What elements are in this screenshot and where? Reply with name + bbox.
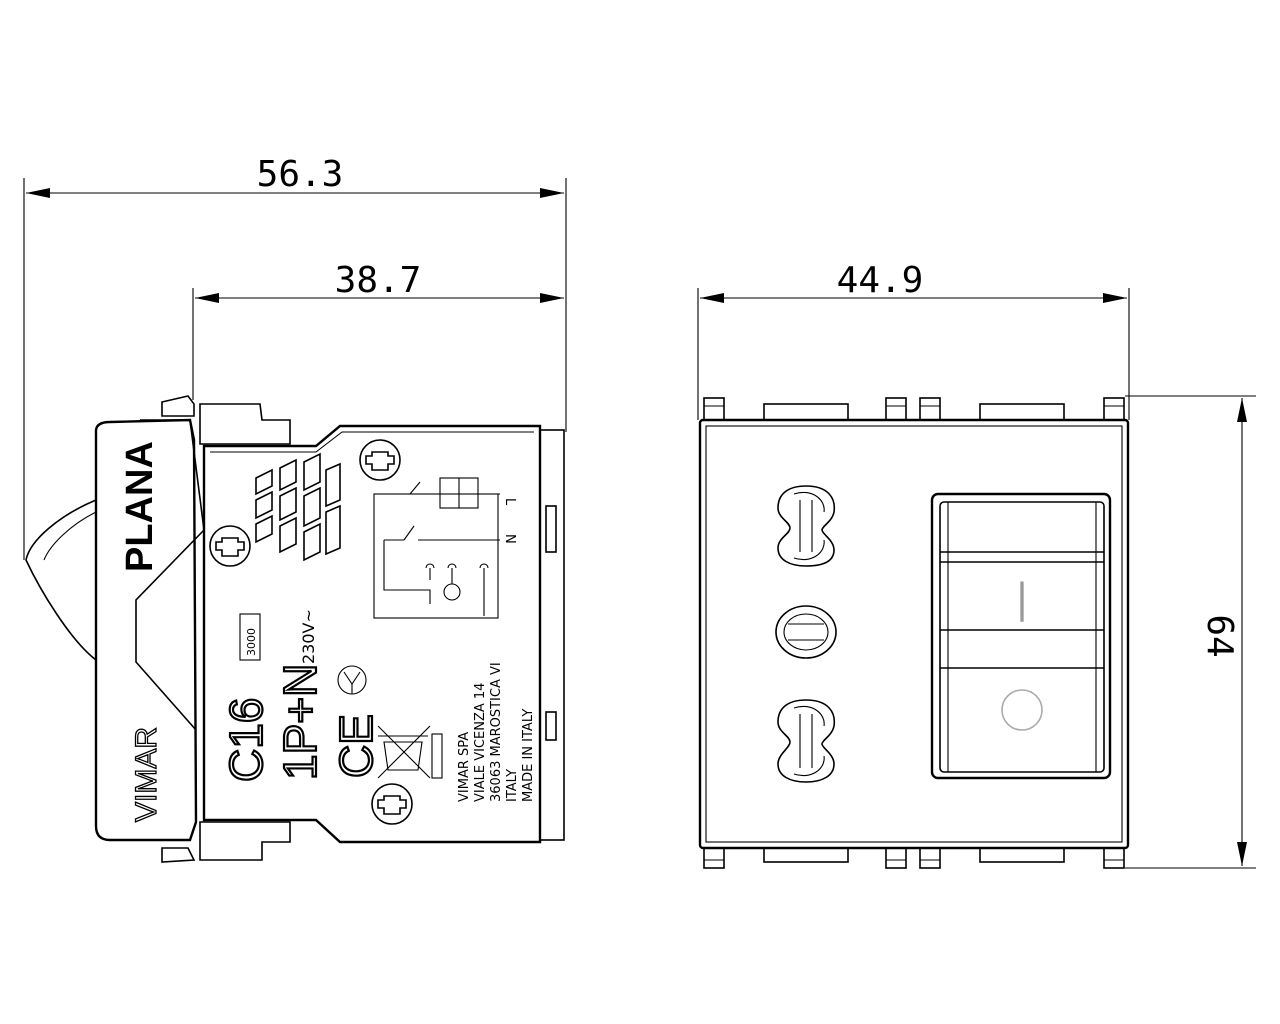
rocker-lever xyxy=(25,499,97,661)
rating-current: C16 xyxy=(220,698,272,782)
socket-hole-bottom xyxy=(777,699,836,783)
dimension-front-width: 44.9 xyxy=(697,260,1130,420)
rear-terminal-bottom xyxy=(545,711,557,741)
side-body xyxy=(202,424,542,844)
front-top-clips xyxy=(703,397,1125,421)
brand-vimar: VIMAR xyxy=(130,727,163,822)
dimension-label-front-height: 64 xyxy=(1199,614,1240,657)
top-clip-left xyxy=(161,395,195,417)
top-clip-right xyxy=(199,403,291,445)
bottom-clip-left xyxy=(161,847,196,863)
dimension-label-overall-depth: 56.3 xyxy=(257,154,344,195)
manufacturer-line-5: MADE IN ITALY xyxy=(521,709,536,802)
manufacturer-line-2: VIALE VICENZA 14 xyxy=(473,683,488,802)
socket-hole-top xyxy=(777,485,836,567)
side-body-inner-edge xyxy=(210,431,534,453)
voltage-label: 230V~ xyxy=(299,609,318,664)
bottom-clip-right xyxy=(199,821,291,861)
side-view: L N PLANA VIMAR 3000 230V~ C16 1P+N CE xyxy=(25,395,565,863)
switch-on-mark: | xyxy=(1015,576,1028,622)
front-view: | xyxy=(698,397,1130,869)
breaking-capacity-label: 3000 xyxy=(245,628,258,656)
rating-poles: 1P+N xyxy=(274,664,326,780)
front-bottom-clips xyxy=(703,847,1125,869)
side-faceplate xyxy=(94,418,198,842)
switch-off-mark xyxy=(1001,689,1043,731)
side-cover-split xyxy=(135,419,205,731)
socket-hole-center xyxy=(775,605,837,659)
circuit-label-neutral: N xyxy=(502,534,517,544)
screw-middle xyxy=(209,525,251,567)
circuit-schematic: L N xyxy=(373,477,517,619)
breaker-switch: | xyxy=(930,492,1112,780)
dimension-overall-depth: 56.3 xyxy=(23,154,567,560)
brand-plana: PLANA xyxy=(119,441,161,572)
front-plate-inner xyxy=(705,425,1123,843)
manufacturer-line-3: 36063 MAROSTICA VI xyxy=(489,662,504,802)
circuit-label-line: L xyxy=(502,498,517,506)
front-plate xyxy=(698,418,1130,850)
ce-mark: CE xyxy=(330,714,382,778)
manufacturer-line-4: ITALY xyxy=(505,769,520,802)
breaking-capacity-box: 3000 xyxy=(239,613,261,661)
vent-stripes xyxy=(255,452,341,562)
weee-bin-icon xyxy=(377,725,443,779)
dimension-label-body-depth: 38.7 xyxy=(335,260,422,301)
manufacturer-line-1: VIMAR SPA xyxy=(457,732,472,802)
screw-bottom xyxy=(371,783,413,825)
dimension-front-height: 64 xyxy=(1125,395,1256,869)
dimension-body-depth: 38.7 xyxy=(192,260,564,400)
lamp-symbol xyxy=(337,665,367,695)
manufacturer-info: VIMAR SPA VIALE VICENZA 14 36063 MAROSTI… xyxy=(457,662,536,802)
dimension-label-front-width: 44.9 xyxy=(837,260,924,301)
rear-terminal-top xyxy=(545,505,557,553)
rocker-lever-inner xyxy=(43,511,97,561)
rear-terminal-block xyxy=(539,429,565,841)
screw-top xyxy=(359,439,401,481)
